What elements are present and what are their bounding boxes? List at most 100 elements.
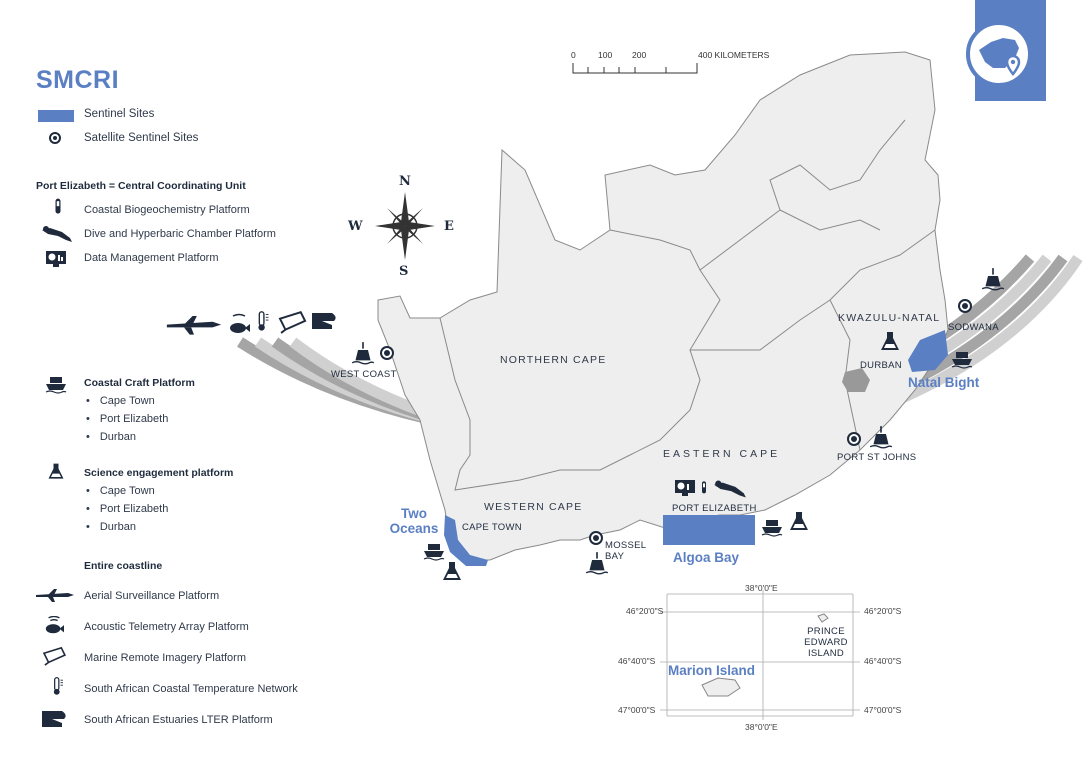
coastline-item: Aerial Surveillance Platform [84,590,220,602]
coastal-craft-heading: Coastal Craft Platform [84,377,195,389]
province-label: EASTERN CAPE [663,448,781,460]
algoa-bay-sentinel [663,515,755,545]
prince-edward-label: PRINCE EDWARD ISLAND [804,626,848,659]
coastal-craft-item: Cape Town [86,395,155,407]
land-outline [377,51,949,561]
sentinel-label: Algoa Bay [673,550,740,565]
buoy-icon [869,426,893,449]
scale-tick: 100 [598,50,613,60]
inset-lat: 46°20'0"S [626,606,664,616]
inset-lat: 47°00'0"S [618,705,656,715]
sentinel-label: Natal Bight [908,375,980,390]
coastline-item: South African Coastal Temperature Networ… [84,683,298,695]
site-label: CAPE TOWN [462,522,522,533]
site-label: DURBAN [860,360,902,371]
inset-lat: 46°20'0"S [864,606,902,616]
lesotho [842,368,870,392]
airplane-icon [166,316,222,335]
flask-icon [443,562,461,580]
diver-icon [714,480,746,498]
coastal-craft-item: Durban [86,431,136,443]
coordinating-item: Dive and Hyperbaric Chamber Platform [84,228,276,240]
buoy-icon [981,268,1005,291]
site-marker [589,531,603,545]
coastal-craft-item: Port Elizabeth [86,413,168,425]
province-label: NORTHERN CAPE [500,354,607,366]
legend-satellite-label: Satellite Sentinel Sites [84,132,199,144]
test-tube-icon [702,481,706,494]
coastline-item: Acoustic Telemetry Array Platform [84,621,249,633]
legend-sentinel-label: Sentinel Sites [84,108,155,120]
airplane-icon [36,589,74,602]
border-inner-1 [699,119,906,271]
marion-island-label: Marion Island [668,663,756,678]
page-title: SMCRI [36,66,120,94]
inset-lat: 46°40'0"S [864,656,902,666]
border-nc-wc [439,317,631,491]
monitor-chart-icon [675,480,695,496]
site-marker [847,432,861,446]
scale-tick: 0 [571,50,576,60]
site-label: PORT ST JOHNS [837,452,917,463]
border-nc-ec [609,229,721,456]
monitor-chart-icon [46,251,66,267]
compass-east: E [444,219,454,234]
inset-lat: 47°00'0"S [864,705,902,715]
boat-icon [423,544,445,561]
scale-tick: 200 [632,50,647,60]
science-item: Port Elizabeth [86,503,168,515]
boat-icon [45,377,67,394]
fish-sensor-icon [45,616,64,634]
diver-icon [42,226,72,242]
province-label: KWAZULU-NATAL [838,312,941,324]
site-marker [380,346,394,360]
boat-icon [951,352,973,369]
estuary-icon [42,711,66,727]
coordinating-item: Coastal Biogeochemistry Platform [84,204,250,216]
scale-bar [572,63,698,74]
flask-icon [48,463,64,479]
boat-icon [761,520,783,537]
prince-edward-shape [817,613,829,623]
scale-tick: 400 KILOMETERS [698,50,770,60]
compass-north: N [399,174,411,189]
site-label: MOSSEL BAY [605,540,647,562]
border-kzn [829,299,861,451]
site-marker [958,299,972,313]
coastline-item: South African Estuaries LTER Platform [84,714,273,726]
coordinating-item: Data Management Platform [84,252,219,264]
coastline-item: Marine Remote Imagery Platform [84,652,246,664]
sentinel-swatch [38,110,74,122]
estuary-icon [312,313,336,329]
coordinating-heading: Port Elizabeth = Central Coordinating Un… [36,180,246,192]
camera-frame-icon [42,646,67,666]
thermometer-icon [258,311,269,331]
province-label: WESTERN CAPE [484,501,583,513]
inset-lon-top: 38°0'0"E [745,583,778,593]
flask-icon [790,512,808,530]
buoy-icon [585,552,609,575]
camera-frame-icon [278,310,307,334]
site-label: WEST COAST [331,369,397,380]
inset-lon-bottom: 38°0'0"E [745,722,778,732]
africa-location-icon [966,21,1032,87]
two-oceans-sentinel [444,515,488,566]
science-item: Durban [86,521,136,533]
sentinel-label: Two Oceans [389,506,439,536]
satellite-swatch-icon [49,132,61,144]
thermometer-icon [53,677,63,695]
science-item: Cape Town [86,485,155,497]
flask-icon [881,332,899,350]
compass-rose-icon [375,192,435,260]
site-label: PORT ELIZABETH [672,503,757,514]
coastline-heading: Entire coastline [84,560,163,572]
inset-grid [660,590,860,720]
fish-sensor-icon [230,313,250,333]
natal-bight-sentinel [908,330,948,372]
inset-lat: 46°40'0"S [618,656,656,666]
compass-south: S [399,264,409,279]
buoy-icon [351,342,375,365]
test-tube-icon [55,198,61,214]
compass-west: W [348,219,363,234]
